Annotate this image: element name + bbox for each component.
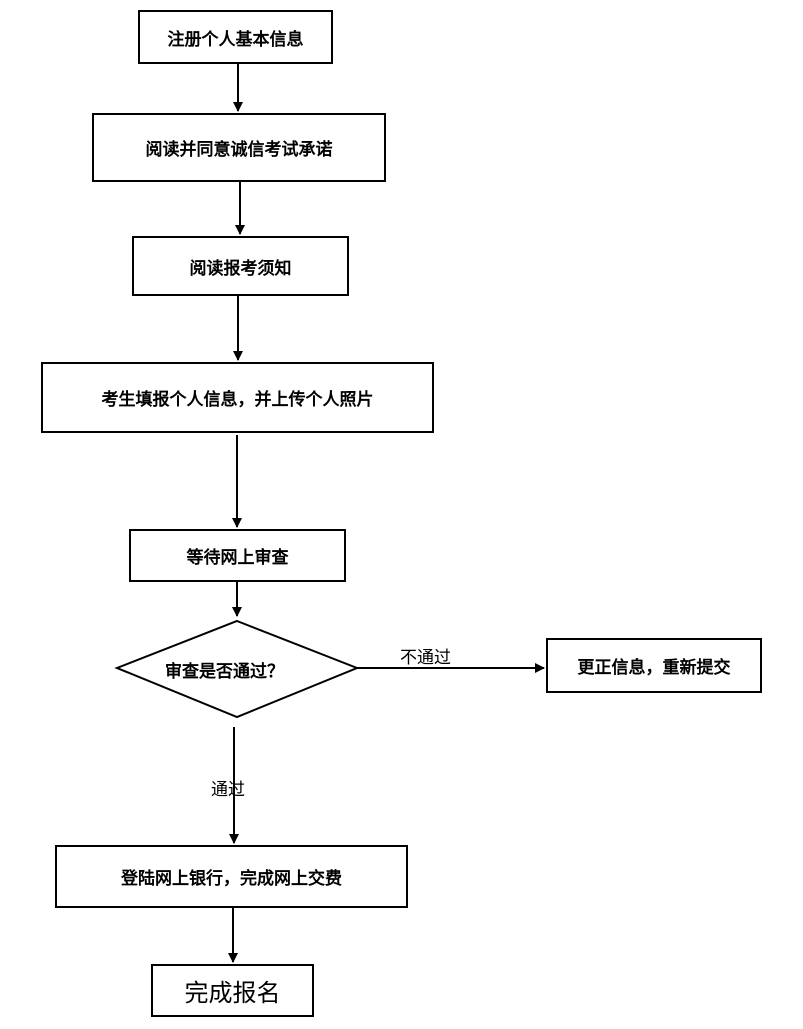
step-done: 完成报名 [151, 964, 314, 1017]
step-fill-info: 考生填报个人信息，并上传个人照片 [41, 362, 434, 433]
step-pay: 登陆网上银行，完成网上交费 [55, 845, 408, 908]
step-read-notice: 阅读报考须知 [132, 236, 349, 296]
edge-label-pass: 通过 [211, 780, 245, 800]
edge-label-fail: 不通过 [400, 648, 451, 668]
step-read-pledge: 阅读并同意诚信考试承诺 [92, 113, 386, 182]
step-register: 注册个人基本信息 [138, 10, 333, 64]
step-wait-review-label: 等待网上审查 [186, 548, 289, 568]
step-register-label: 注册个人基本信息 [167, 29, 304, 50]
step-wait-review: 等待网上审查 [129, 529, 346, 582]
step-done-label: 完成报名 [184, 979, 281, 1007]
step-fix-info-label: 更正信息，重新提交 [577, 658, 731, 678]
step-pay-label: 登陆网上银行，完成网上交费 [121, 869, 342, 889]
step-read-notice-label: 阅读报考须知 [189, 258, 292, 279]
step-fill-info-label: 考生填报个人信息，并上传个人照片 [101, 390, 374, 410]
decision-diamond [114, 619, 360, 719]
step-fix-info: 更正信息，重新提交 [546, 638, 762, 693]
decision-label: 审查是否通过？ [165, 662, 284, 682]
step-read-pledge-label: 阅读并同意诚信考试承诺 [145, 140, 333, 160]
